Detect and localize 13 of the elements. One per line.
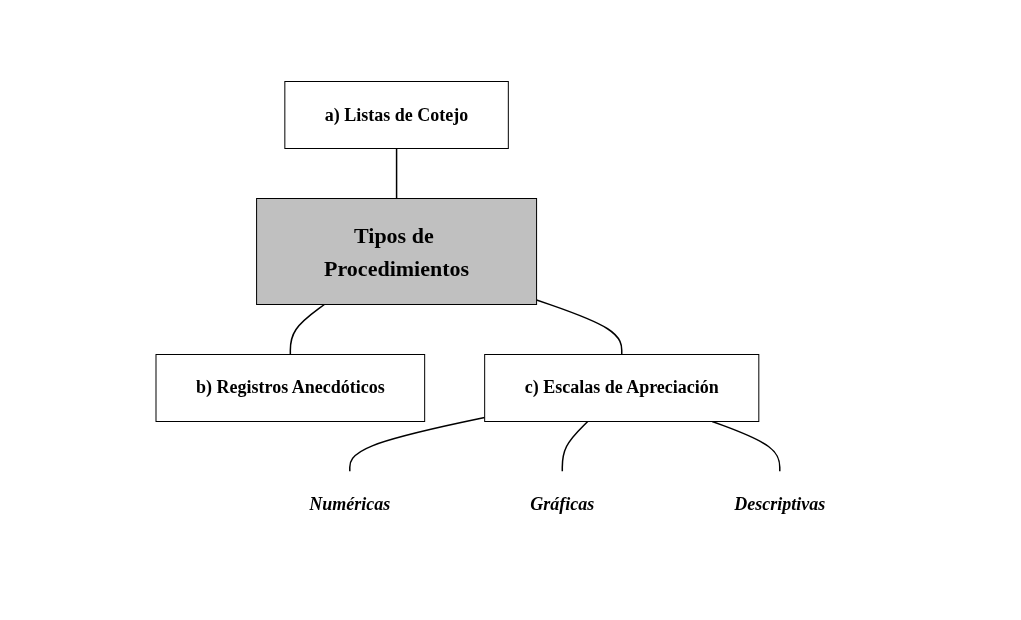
connector (561, 420, 589, 473)
node-box: b) Registros Anecdóticos (155, 354, 426, 422)
connector (289, 303, 325, 356)
connector (711, 420, 781, 473)
connector (395, 147, 398, 200)
node-text: Numéricas (309, 494, 391, 515)
node-box: Tipos de Procedimientos (255, 198, 537, 305)
connector (535, 299, 623, 356)
node-box: c) Escalas de Apreciación (484, 354, 760, 422)
node-text: Descriptivas (734, 494, 826, 515)
node-text: Gráficas (530, 494, 595, 515)
node-box: a) Listas de Cotejo (284, 81, 509, 149)
connector (348, 416, 486, 473)
